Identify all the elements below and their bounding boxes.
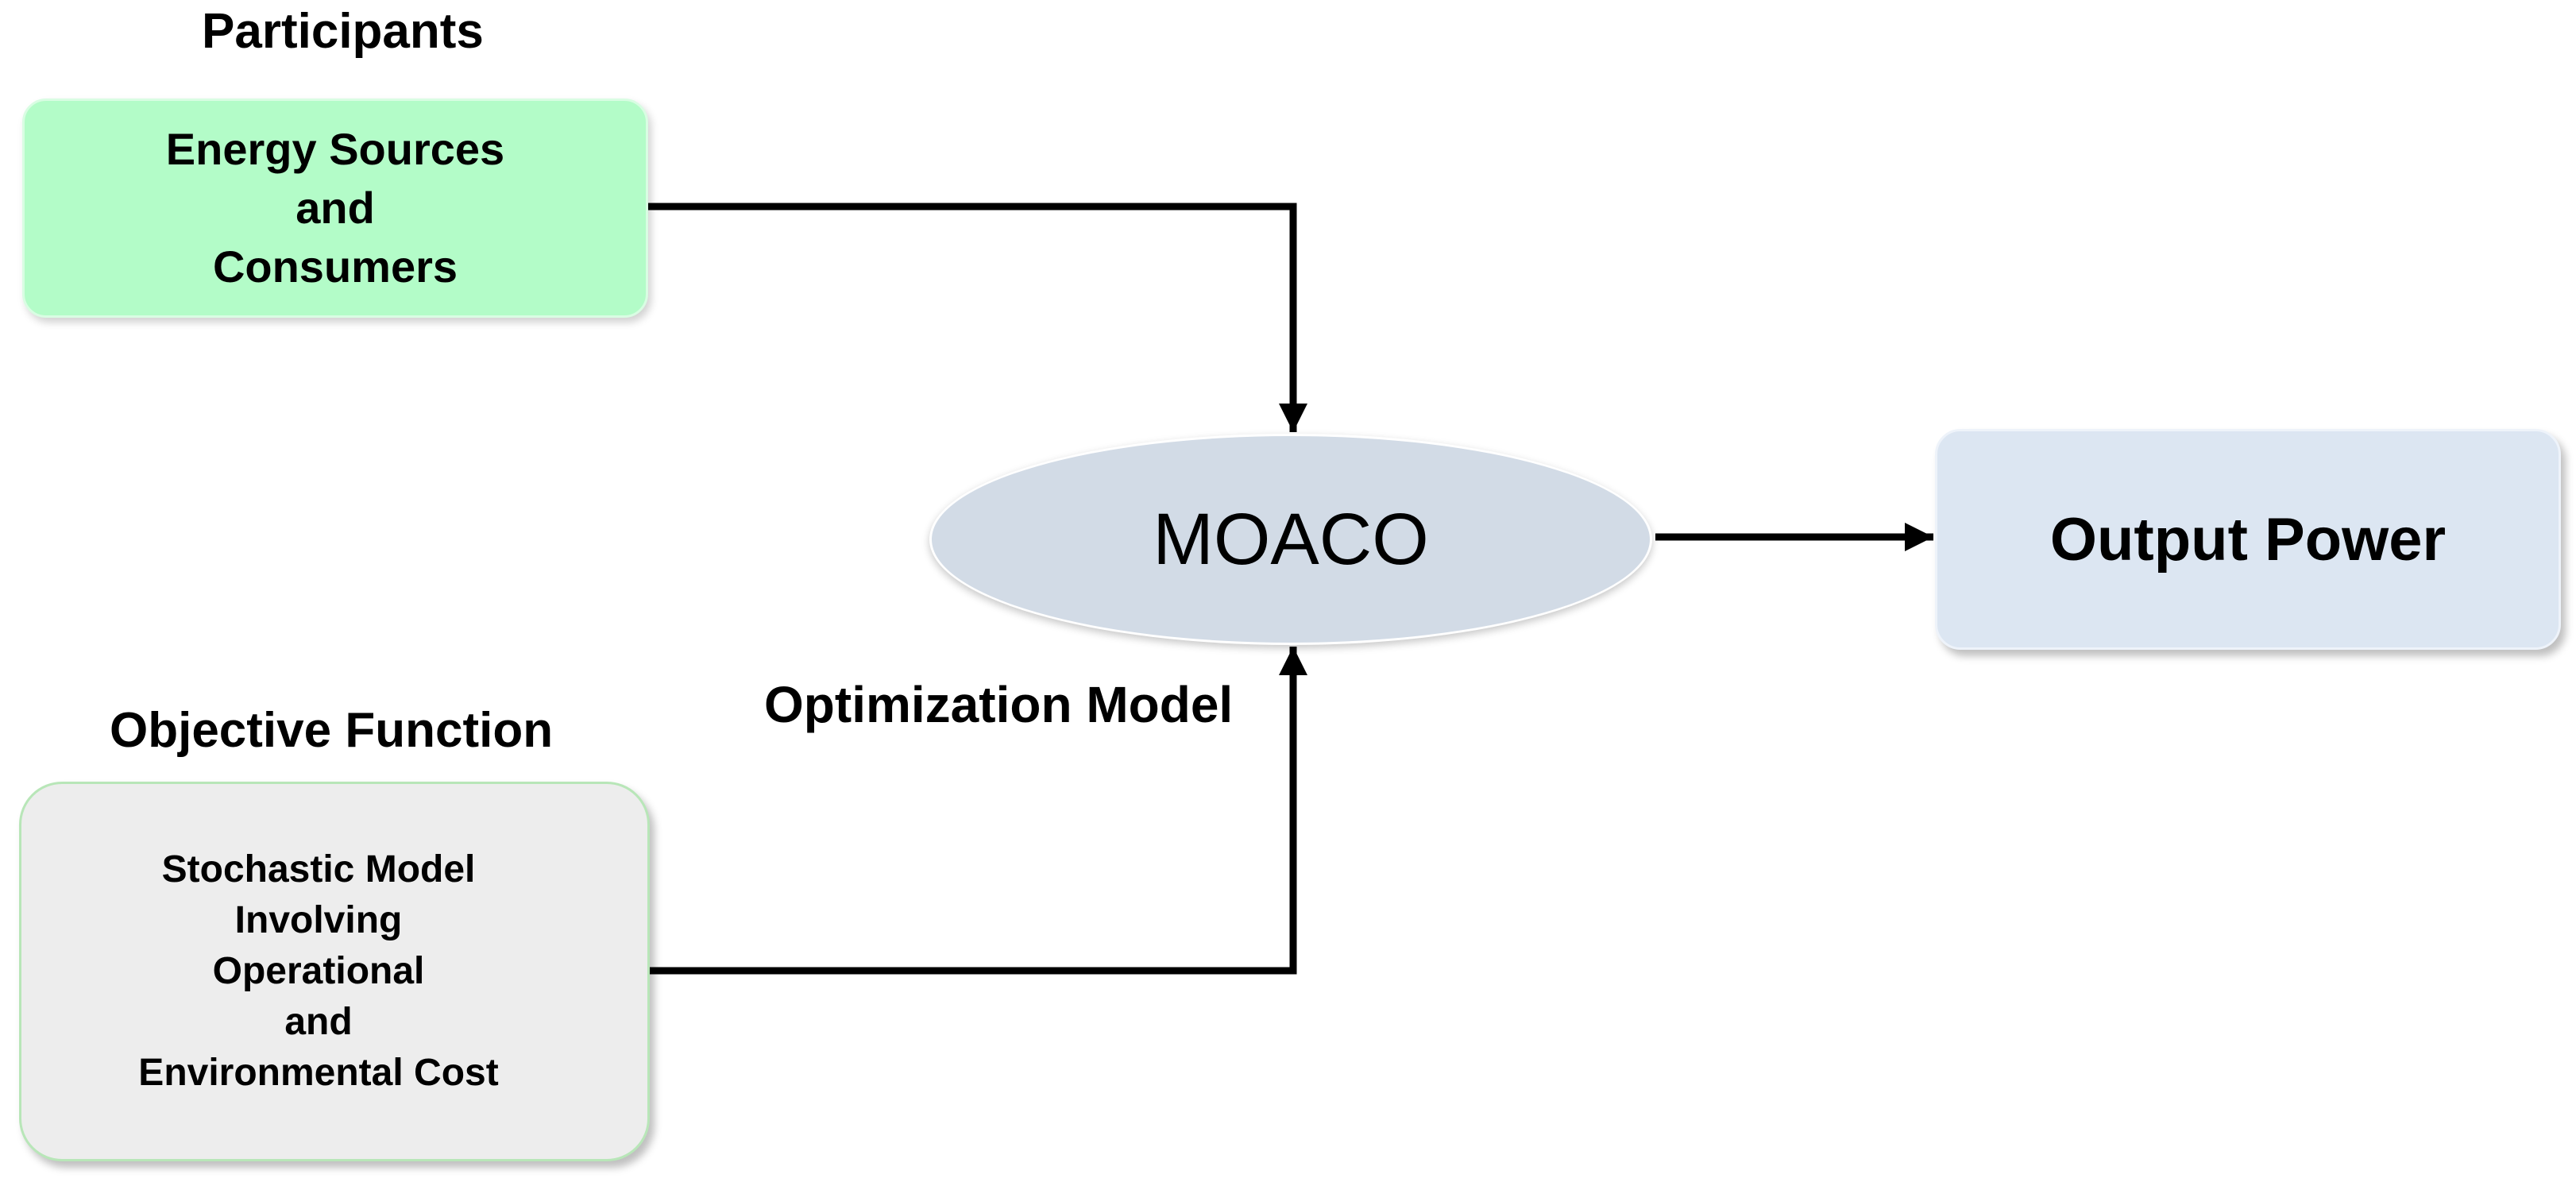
objective-function-heading: Objective Function (110, 703, 554, 758)
participants-line-3: Consumers (212, 241, 458, 292)
objective-line-1: Stochastic Model (161, 848, 476, 890)
moaco-ellipse: MOACO (929, 434, 1652, 645)
objective-line-5: Environmental Cost (138, 1052, 499, 1094)
objective-line-4: and (284, 1001, 353, 1043)
participants-heading: Participants (202, 4, 484, 59)
participants-line-1: Energy Sources (165, 124, 505, 174)
objective-to-moaco-arrow (650, 647, 1307, 975)
participants-box: Energy Sources and Consumers (22, 98, 648, 318)
objective-line-2: Involving (234, 899, 403, 941)
moaco-label: MOACO (1153, 498, 1429, 580)
output-power-box: Output Power (1935, 429, 2561, 650)
optimization-model-caption: Optimization Model (764, 676, 1234, 733)
objective-line-3: Operational (212, 950, 425, 992)
participants-to-moaco-arrow (648, 203, 1307, 432)
objective-function-box: Stochastic Model Involving Operational a… (19, 782, 650, 1161)
participants-line-2: and (295, 183, 375, 233)
output-power-label: Output Power (2049, 505, 2447, 574)
